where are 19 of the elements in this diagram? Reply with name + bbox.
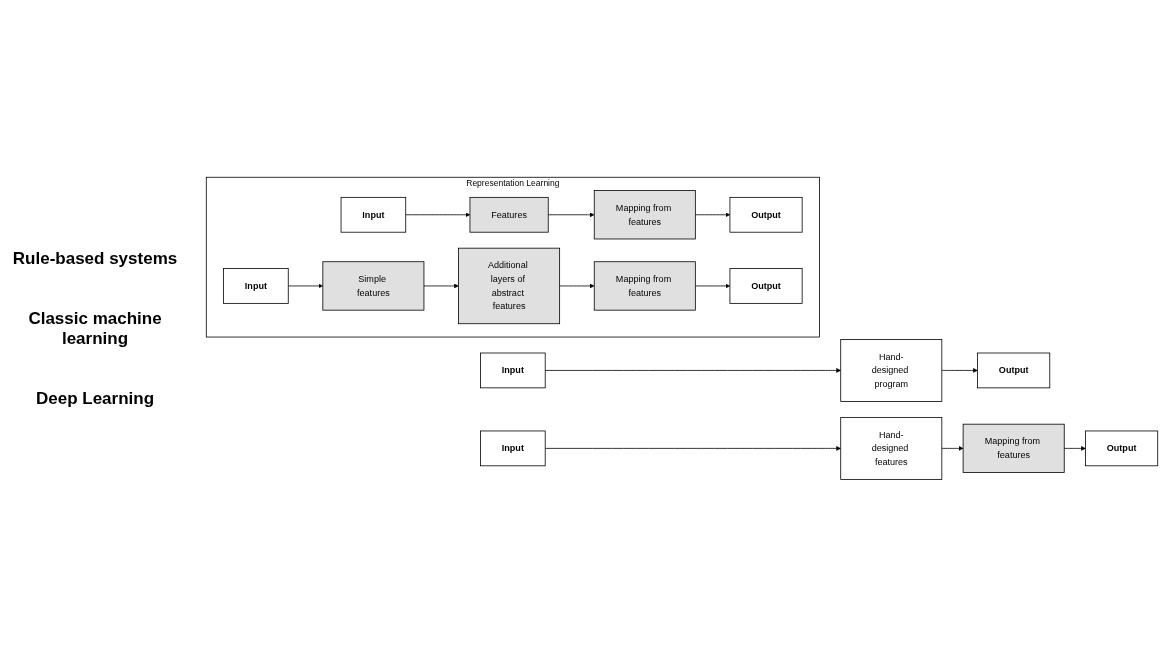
- node-box: Simple features: [321, 261, 424, 311]
- row-label: Deep Learning: [34, 388, 156, 409]
- node-box: Features: [469, 197, 549, 233]
- node-box: Mapping from features: [962, 423, 1065, 474]
- node-box: Output: [976, 352, 1050, 389]
- node-box: Mapping from features: [593, 261, 696, 311]
- node-box: Additional layers of abstract features: [457, 247, 560, 325]
- node-box: Output: [1084, 430, 1158, 467]
- row-label: Rule-based systems: [11, 248, 179, 269]
- node-box: Hand-designed program: [839, 339, 942, 402]
- row-label: Classic machine learning: [27, 308, 163, 349]
- node-box: Input: [479, 352, 546, 389]
- node-box: Output: [729, 197, 803, 233]
- node-box: Input: [222, 268, 289, 304]
- node-box: Input: [479, 430, 546, 467]
- node-box: Output: [729, 268, 803, 304]
- node-box: Mapping from features: [593, 190, 696, 240]
- node-box: Input: [340, 197, 406, 233]
- node-box: Hand-designed features: [839, 417, 942, 480]
